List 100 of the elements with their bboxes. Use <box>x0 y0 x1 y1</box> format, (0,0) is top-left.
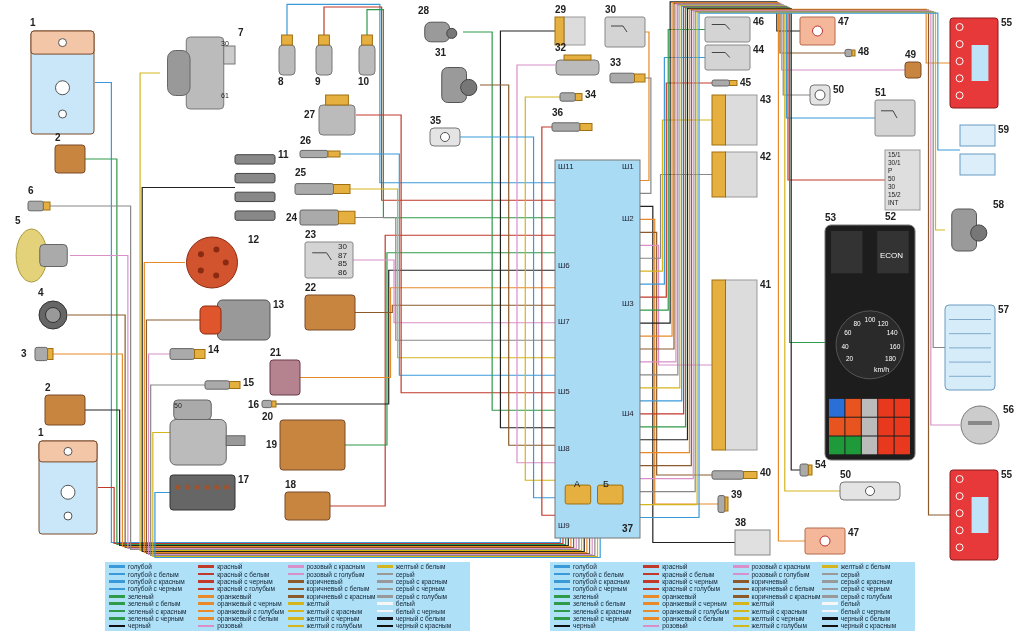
wire <box>97 486 564 545</box>
callout-number: 37 <box>622 524 634 534</box>
callout-number: 14 <box>208 345 220 355</box>
wire <box>639 28 706 311</box>
callout-number: 15 <box>243 378 255 388</box>
callout-number: 21 <box>270 348 282 358</box>
wire <box>639 244 713 366</box>
wire <box>639 5 841 492</box>
wire <box>323 6 556 201</box>
callout-number: 55 <box>1001 470 1013 480</box>
wire <box>141 186 585 553</box>
callout-number: 23 <box>305 230 317 240</box>
wire <box>639 119 713 272</box>
wire <box>94 81 561 544</box>
connector-label: Ш9 <box>558 522 570 530</box>
wire <box>145 319 591 555</box>
wire <box>639 4 811 376</box>
connector-label: Ш8 <box>558 445 570 453</box>
wire <box>639 2 806 542</box>
wire <box>49 205 580 551</box>
callout-number: 41 <box>760 280 772 290</box>
callout-number: 20 <box>262 412 274 422</box>
wire <box>639 218 719 505</box>
callout-number: 57 <box>998 305 1010 315</box>
wire <box>299 287 556 379</box>
connector-label: Ш2 <box>622 215 634 223</box>
wire <box>354 216 556 341</box>
connector-label: А <box>574 480 580 489</box>
callout-number: 17 <box>238 475 250 485</box>
callout-number: 56 <box>1003 405 1015 415</box>
wire <box>366 9 556 219</box>
wire <box>344 252 556 446</box>
callout-number: 26 <box>300 136 312 146</box>
connector-label: Ш3 <box>622 300 634 308</box>
wire <box>143 261 588 554</box>
callout-number: 2 <box>45 383 51 393</box>
callout-number: 28 <box>418 6 430 16</box>
callout-number: 10 <box>358 77 370 87</box>
callout-number: 29 <box>555 5 567 15</box>
callout-number: 7 <box>238 28 244 38</box>
callout-number: 53 <box>825 213 837 223</box>
wire <box>459 136 556 499</box>
callout-number: 49 <box>905 50 917 60</box>
wire <box>639 205 736 544</box>
wire <box>339 153 556 376</box>
callout-number: 24 <box>286 212 298 223</box>
callout-number: 32 <box>555 43 567 53</box>
callout-number: 35 <box>430 116 442 126</box>
wire <box>139 72 583 552</box>
connector-label: Ш6 <box>558 262 570 270</box>
callout-number: 33 <box>610 58 622 68</box>
wire <box>639 1 801 324</box>
callout-number: 54 <box>815 460 827 470</box>
wire <box>84 409 569 547</box>
pin-label: 86 <box>338 268 347 277</box>
wire <box>462 31 556 411</box>
wire <box>152 431 599 558</box>
wire <box>69 254 577 550</box>
callout-number: 3 <box>21 349 27 359</box>
wire <box>84 158 567 546</box>
callout-number: 42 <box>760 152 772 162</box>
callout-number: 40 <box>760 468 772 478</box>
callout-number: 16 <box>248 400 260 410</box>
callout-number: 1 <box>38 428 44 438</box>
callout-number: 38 <box>735 518 747 528</box>
wire <box>639 231 713 476</box>
connector-label: Б <box>603 480 609 489</box>
callout-number: 31 <box>435 48 447 58</box>
callout-number: 22 <box>305 283 317 293</box>
callout-number: 18 <box>285 480 297 490</box>
callout-number: 44 <box>753 45 765 55</box>
wire <box>352 259 556 324</box>
wire <box>355 114 556 394</box>
callout-number: 45 <box>740 78 752 88</box>
callout-number: 2 <box>55 133 61 143</box>
wire <box>541 126 556 516</box>
wire <box>639 82 713 298</box>
pin-label: 30 <box>338 243 347 251</box>
wire <box>354 304 556 314</box>
callout-number: 1 <box>30 18 36 28</box>
callout-number: 19 <box>266 440 278 450</box>
callout-number: 11 <box>278 150 289 160</box>
callout-number: 50 <box>833 85 845 95</box>
connector-label: Ш1 <box>622 163 634 171</box>
wire <box>479 84 556 446</box>
callout-number: 52 <box>885 212 897 222</box>
callout-number: 50 <box>840 470 852 480</box>
callout-number: 6 <box>28 186 34 196</box>
wire <box>524 96 561 481</box>
wire <box>349 188 556 359</box>
callout-number: 58 <box>993 200 1005 210</box>
callout-number: 43 <box>760 95 772 105</box>
pin-label: 85 <box>338 260 347 268</box>
callout-number: 12 <box>248 235 260 245</box>
wire <box>147 353 593 556</box>
callout-number: 46 <box>753 17 765 27</box>
wire <box>329 234 556 507</box>
callout-number: 5 <box>15 216 21 226</box>
wire <box>639 56 706 285</box>
wire <box>516 64 556 464</box>
